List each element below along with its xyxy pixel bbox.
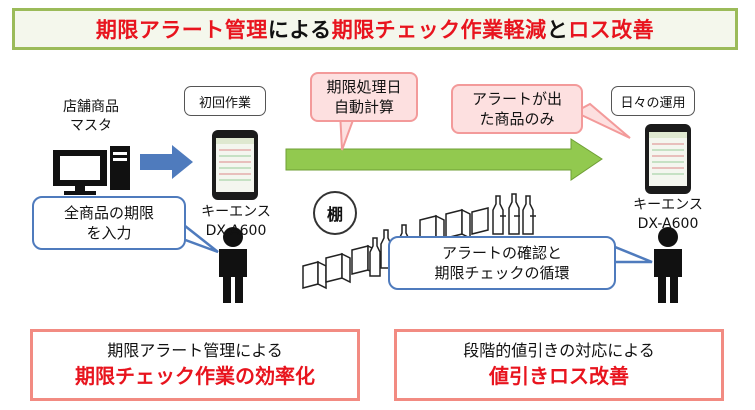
- callout-alert-cycle: アラートの確認と 期限チェックの循環: [388, 236, 616, 290]
- callout-input-all-line2: を入力: [86, 224, 132, 242]
- computer-icon: [53, 146, 130, 195]
- first-work-tag: 初回作業: [184, 86, 266, 116]
- callout-expiry-calc: 期限処理日 自動計算: [310, 72, 418, 122]
- daily-operation-tag: 日々の運用: [611, 86, 695, 116]
- bottom-left-line2: 期限チェック作業の効率化: [75, 364, 315, 388]
- device-right-line2: DX-A600: [637, 216, 699, 232]
- device-right-label: キーエンス DX-A600: [620, 196, 716, 234]
- handheld-device-right-icon: [645, 124, 691, 194]
- callout-alert-cycle-line2: 期限チェックの循環: [434, 264, 570, 282]
- callout-expiry-line2: 自動計算: [333, 98, 394, 116]
- device-left-line1: キーエンス: [201, 204, 271, 220]
- store-master-line2: マスタ: [70, 118, 112, 134]
- shelf-label: 棚: [313, 191, 357, 235]
- callout-alert-only-line2: た商品のみ: [479, 110, 555, 128]
- callout-input-all-line1: 全商品の期限: [63, 204, 154, 222]
- device-left-label: キーエンス DX-A600: [190, 203, 282, 241]
- callout-input-all: 全商品の期限 を入力: [32, 196, 186, 250]
- blue-arrow-icon: [140, 145, 193, 179]
- title-part-1: 期限アラート管理: [95, 18, 268, 42]
- title-part-4: と: [546, 18, 569, 42]
- person-right-icon: [654, 227, 682, 303]
- device-left-line2: DX-A600: [205, 223, 267, 239]
- bottom-right-line1: 段階的値引きの対応による: [463, 341, 655, 360]
- green-arrow-icon: [285, 138, 603, 181]
- handheld-device-left-icon: [212, 130, 258, 200]
- store-master-line1: 店舗商品: [63, 99, 119, 115]
- callout-alert-only-line1: アラートが出: [471, 90, 562, 108]
- callout-tail-alert-cycle: [608, 243, 653, 264]
- shelf-products-icon: [302, 193, 536, 290]
- person-left-icon: [219, 227, 247, 303]
- callout-alert-cycle-line1: アラートの確認と: [441, 244, 562, 262]
- title-part-5: ロス改善: [568, 18, 655, 42]
- bottom-left-line1: 期限アラート管理による: [107, 341, 283, 360]
- callout-alert-only: アラートが出 た商品のみ: [451, 84, 583, 134]
- title-part-3: 期限チェック作業軽減: [331, 18, 547, 42]
- bottom-box-left: 期限アラート管理による 期限チェック作業の効率化: [30, 329, 360, 401]
- bottom-box-right: 段階的値引きの対応による 値引きロス改善: [394, 329, 724, 401]
- device-right-line1: キーエンス: [633, 197, 703, 213]
- store-master-label: 店舗商品 マスタ: [58, 98, 124, 136]
- callout-expiry-line1: 期限処理日: [326, 78, 402, 96]
- bottom-right-line2: 値引きロス改善: [489, 364, 629, 388]
- title-part-2: による: [267, 18, 332, 42]
- title-banner: 期限アラート管理 による 期限チェック作業軽減 と ロス改善: [12, 8, 738, 50]
